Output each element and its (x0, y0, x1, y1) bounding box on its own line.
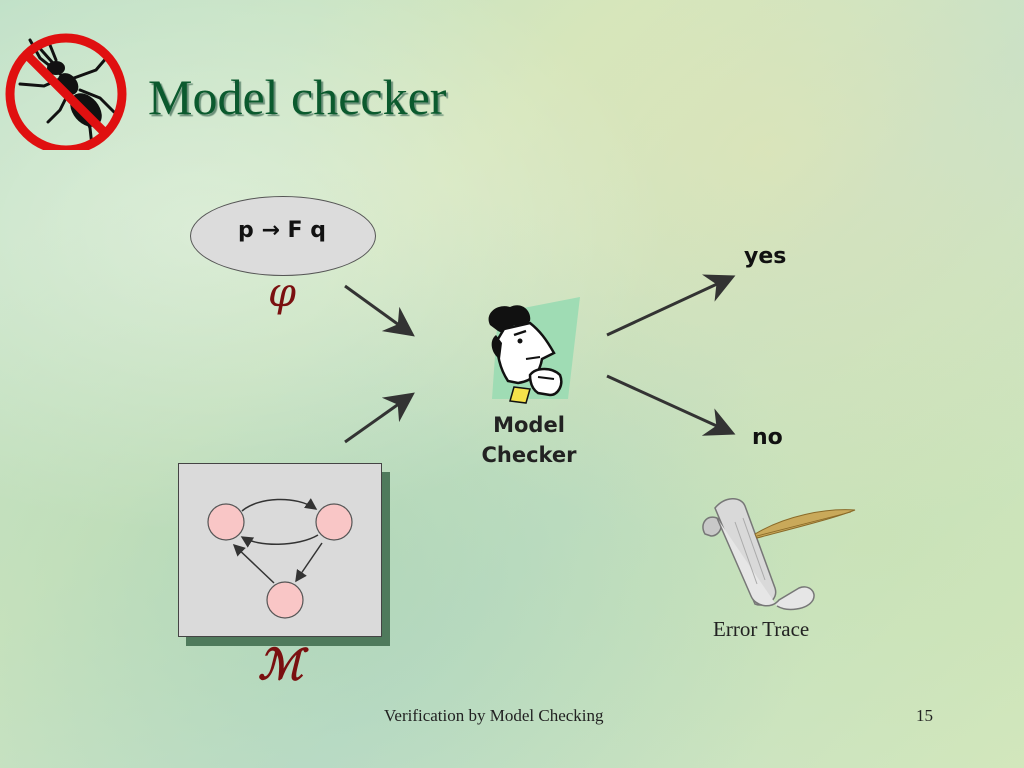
model-checker-label-line2: Checker (481, 443, 577, 467)
slide-title: Model checker (148, 69, 447, 125)
arrow-checker-to-no (606, 374, 736, 436)
arrow-model-to-checker (344, 392, 415, 444)
transition-top (241, 498, 318, 512)
error-trace-label: Error Trace (713, 617, 810, 641)
formula-text: p → F q (238, 218, 326, 243)
state-graph (207, 498, 353, 619)
arrow-formula-to-checker (344, 284, 415, 337)
footer-title: Verification by Model Checking (384, 706, 604, 725)
page-number: 15 (916, 706, 933, 725)
transition-right-to-bottom (295, 542, 323, 583)
state-right (315, 503, 353, 541)
no-bugs-icon (5, 33, 127, 150)
transition-bottom (240, 534, 319, 548)
yes-label: yes (744, 244, 787, 269)
no-label: no (752, 425, 783, 450)
transition-bottom-to-left (232, 543, 275, 584)
thinking-man-icon (488, 297, 580, 404)
model-checker-label-line1: Model (493, 413, 565, 437)
scroll-with-quill-icon (702, 498, 856, 611)
state-bottom (266, 581, 304, 619)
phi-symbol: φ (268, 270, 297, 316)
state-left (207, 503, 245, 541)
formula-ellipse (190, 196, 376, 276)
model-checker-label: Model Checker (470, 410, 588, 470)
arrow-checker-to-yes (606, 274, 736, 337)
model-symbol: ℳ (258, 640, 303, 689)
